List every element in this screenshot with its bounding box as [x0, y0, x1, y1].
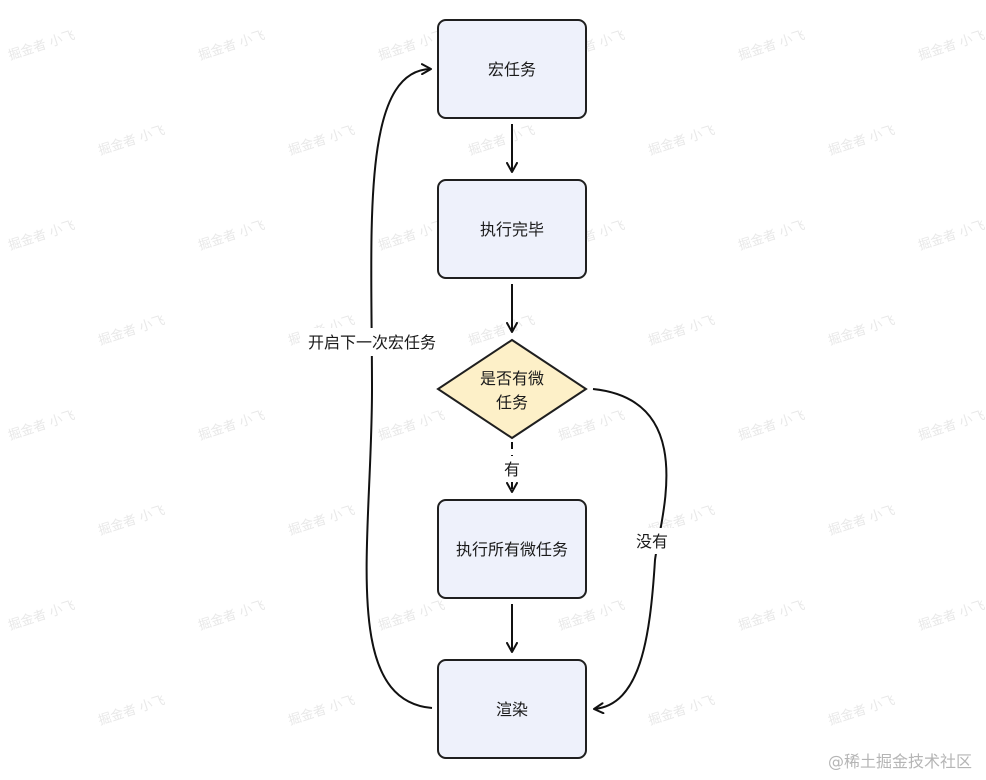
watermark-text: 掘金者 小飞 — [376, 407, 447, 444]
watermark-text: 掘金者 小飞 — [6, 217, 77, 254]
watermark-text: 掘金者 小飞 — [826, 692, 897, 729]
node-macro-task-label: 宏任务 — [488, 60, 536, 79]
watermark-text: 掘金者 小飞 — [6, 27, 77, 64]
watermark-text: 掘金者 小飞 — [96, 502, 167, 539]
node-render-label: 渲染 — [496, 700, 528, 719]
node-execution-done-label: 执行完毕 — [480, 220, 544, 239]
watermark-text: 掘金者 小飞 — [826, 122, 897, 159]
decision-label-line2: 任务 — [496, 393, 528, 412]
watermark-text: 掘金者 小飞 — [916, 407, 986, 444]
watermark-text: 掘金者 小飞 — [376, 597, 447, 634]
node-macro-task[interactable]: 宏任务 — [437, 19, 587, 119]
watermark-text: 掘金者 小飞 — [286, 122, 357, 159]
watermark-text: 掘金者 小飞 — [736, 27, 807, 64]
watermark-text: 掘金者 小飞 — [556, 597, 627, 634]
edge-label-next-macro: 开启下一次宏任务 — [308, 333, 436, 352]
node-run-all-micro-tasks-label: 执行所有微任务 — [456, 540, 568, 559]
watermark-text: 掘金者 小飞 — [286, 502, 357, 539]
watermark-text: 掘金者 小飞 — [286, 692, 357, 729]
watermark-text: 掘金者 小飞 — [96, 312, 167, 349]
edge-render-to-macro-loop: 开启下一次宏任务 — [300, 63, 444, 709]
edge-label-no: 没有 — [636, 532, 668, 551]
watermark-text: 掘金者 小飞 — [556, 407, 627, 444]
node-has-micro-task-decision[interactable]: 是否有微 任务 — [436, 338, 588, 440]
watermark-text: 掘金者 小飞 — [826, 502, 897, 539]
watermark-text: 掘金者 小飞 — [736, 407, 807, 444]
corner-watermark: @稀土掘金技术社区 — [827, 752, 972, 771]
watermark-text: 掘金者 小飞 — [96, 692, 167, 729]
watermark-text: 掘金者 小飞 — [736, 597, 807, 634]
watermark-text: 掘金者 小飞 — [466, 122, 537, 159]
watermark-text: 掘金者 小飞 — [646, 122, 717, 159]
node-execution-done[interactable]: 执行完毕 — [437, 179, 587, 279]
watermark-text: 掘金者 小飞 — [736, 217, 807, 254]
watermark-text: 掘金者 小飞 — [916, 597, 986, 634]
edge-decision-yes: 有 — [504, 442, 520, 493]
watermark-text: 掘金者 小飞 — [96, 122, 167, 159]
watermark-text: 掘金者 小飞 — [826, 312, 897, 349]
watermark-text: 掘金者 小飞 — [646, 312, 717, 349]
decision-label-line1: 是否有微 — [480, 369, 544, 388]
watermark-text: 掘金者 小飞 — [916, 217, 986, 254]
watermark-text: 掘金者 小飞 — [646, 692, 717, 729]
watermark-text: 掘金者 小飞 — [196, 597, 267, 634]
edge-label-yes: 有 — [504, 460, 520, 479]
watermark-text: 掘金者 小飞 — [916, 27, 986, 64]
watermark-text: 掘金者 小飞 — [6, 407, 77, 444]
node-render[interactable]: 渲染 — [437, 659, 587, 759]
watermark-text: 掘金者 小飞 — [196, 27, 267, 64]
node-run-all-micro-tasks[interactable]: 执行所有微任务 — [437, 499, 587, 599]
watermark-text: 掘金者 小飞 — [196, 217, 267, 254]
watermark-text: 掘金者 小飞 — [466, 312, 537, 349]
edge-decision-no: 没有 — [592, 388, 674, 715]
watermark-text: 掘金者 小飞 — [196, 407, 267, 444]
watermark-text: 掘金者 小飞 — [6, 597, 77, 634]
watermark-text: 掘金者 小飞 — [376, 217, 447, 254]
watermark-text: 掘金者 小飞 — [376, 27, 447, 64]
